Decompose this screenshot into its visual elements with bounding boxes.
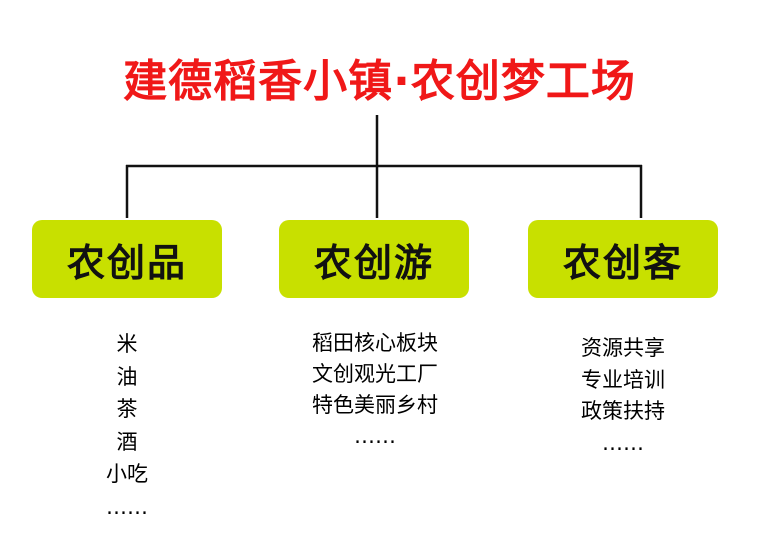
- list-item: ……: [354, 424, 396, 448]
- makers-item-list: 资源共享 专业培训 政策扶持 ……: [548, 333, 698, 459]
- branch-box-makers: 农创客: [528, 220, 718, 298]
- list-item: 酒: [116, 429, 138, 454]
- list-item: ……: [602, 430, 644, 455]
- list-item: 米: [116, 332, 138, 356]
- list-item: 文创观光工厂: [312, 362, 438, 386]
- list-item: 特色美丽乡村: [312, 393, 438, 417]
- diagram-title: 建德稻香小镇·农创梦工场: [123, 56, 636, 107]
- tourism-item-list: 稻田核心板块 文创观光工厂 特色美丽乡村 ……: [285, 328, 465, 452]
- list-item: 油: [116, 364, 138, 389]
- list-item: 专业培训: [581, 367, 665, 392]
- list-item: ……: [106, 494, 148, 519]
- list-item: 政策扶持: [581, 399, 665, 423]
- list-item: 稻田核心板块: [312, 331, 438, 355]
- list-item: 茶: [116, 397, 138, 421]
- products-item-list: 米 油 茶 酒 小吃 ……: [62, 328, 192, 523]
- branch-box-tourism: 农创游: [279, 220, 469, 298]
- list-item: 资源共享: [581, 336, 665, 360]
- list-item: 小吃: [106, 462, 148, 486]
- branch-box-products: 农创品: [32, 220, 222, 298]
